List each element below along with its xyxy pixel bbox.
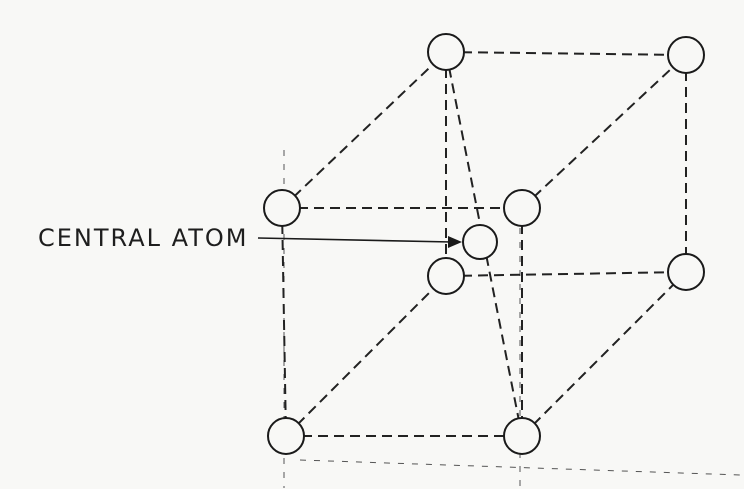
edge-back-top (445, 51, 687, 56)
guide-line-bottom (299, 459, 741, 476)
atom-back-bottom-right (667, 253, 705, 291)
edge-top-right-connector (521, 54, 687, 209)
atom-back-bottom-left (427, 257, 465, 295)
atom-front-top-left (263, 189, 301, 227)
edge-bottom-right-connector (521, 271, 687, 437)
atom-back-top-right (667, 36, 705, 74)
edge-top-left-connector (281, 51, 447, 209)
atom-front-bottom-left (267, 417, 305, 455)
atom-back-top-left (427, 33, 465, 71)
atom-front-top-right (503, 189, 541, 227)
atom-front-bottom-right (503, 417, 541, 455)
central-atom (462, 224, 498, 260)
central-atom-label: CENTRAL ATOM (38, 224, 249, 252)
central-atom-arrowhead (448, 236, 462, 248)
edge-bottom-left-connector (285, 275, 447, 437)
edge-front-left (281, 207, 287, 437)
central-atom-arrow (257, 237, 453, 243)
edge-back-bottom (445, 271, 687, 277)
